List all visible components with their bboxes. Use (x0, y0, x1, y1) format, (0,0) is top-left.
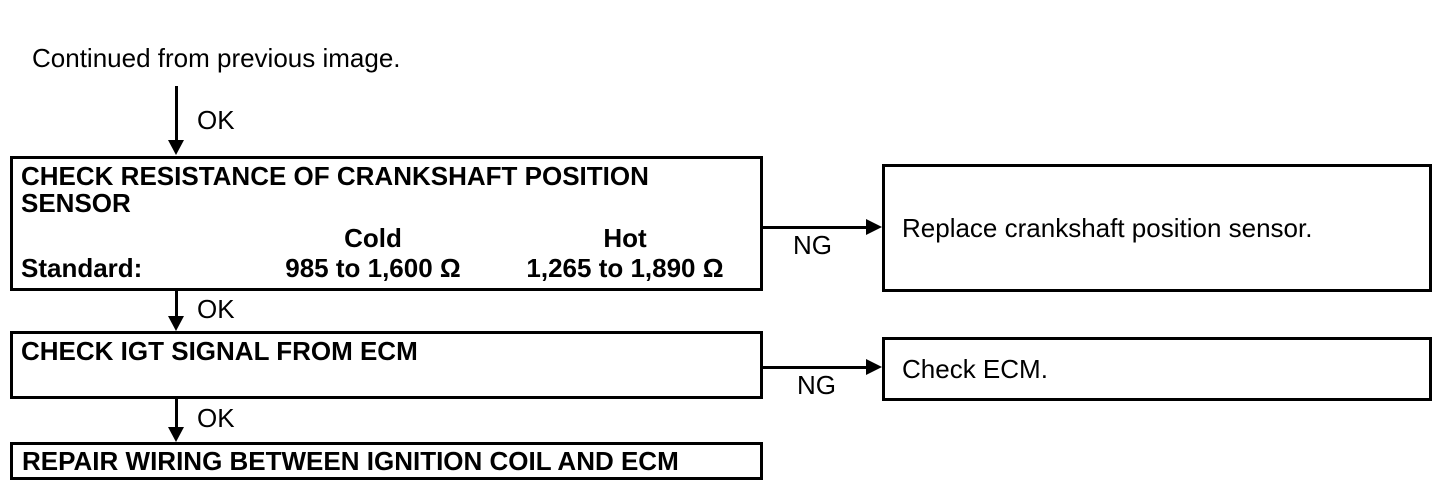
step-title: REPAIR WIRING BETWEEN IGNITION COIL AND … (22, 445, 679, 476)
right-arrowhead-ng1 (866, 219, 882, 235)
down-arrowhead-ok1 (168, 140, 184, 155)
step-title: CHECK RESISTANCE OF CRANKSHAFT POSITION … (21, 161, 649, 218)
connector-line-ng2 (763, 366, 866, 369)
ok-label-3: OK (197, 403, 235, 433)
connector-line-ok3 (175, 399, 178, 428)
step-box-check-igt-signal: CHECK IGT SIGNAL FROM ECM (10, 331, 763, 399)
ng-label-2: NG (797, 370, 836, 400)
ng-label-1: NG (793, 230, 832, 260)
connector-line-ng1 (763, 226, 866, 229)
connector-line-ok2 (175, 291, 178, 318)
result-text: Check ECM. (902, 353, 1048, 384)
right-arrowhead-ng2 (866, 359, 882, 375)
hot-column-header: Hot (603, 223, 647, 253)
connector-line-ok1 (175, 86, 178, 142)
cold-column-value: 985 to 1,600 Ω (285, 253, 461, 283)
hot-column-value: 1,265 to 1,890 Ω (526, 253, 724, 283)
result-text: Replace crankshaft position sensor. (902, 212, 1313, 243)
ok-label-1: OK (197, 105, 235, 135)
down-arrowhead-ok3 (168, 427, 184, 442)
standard-label: Standard: (21, 253, 143, 283)
result-box-check-ecm: Check ECM. (882, 337, 1432, 401)
continued-note: Continued from previous image. (32, 43, 401, 73)
down-arrowhead-ok2 (168, 316, 184, 331)
cold-column-header: Cold (344, 223, 402, 253)
step-box-check-resistance: CHECK RESISTANCE OF CRANKSHAFT POSITION … (10, 156, 763, 291)
result-box-replace-sensor: Replace crankshaft position sensor. (882, 164, 1432, 292)
step-box-repair-wiring: REPAIR WIRING BETWEEN IGNITION COIL AND … (10, 442, 763, 480)
step-title: CHECK IGT SIGNAL FROM ECM (21, 336, 418, 366)
ok-label-2: OK (197, 294, 235, 324)
